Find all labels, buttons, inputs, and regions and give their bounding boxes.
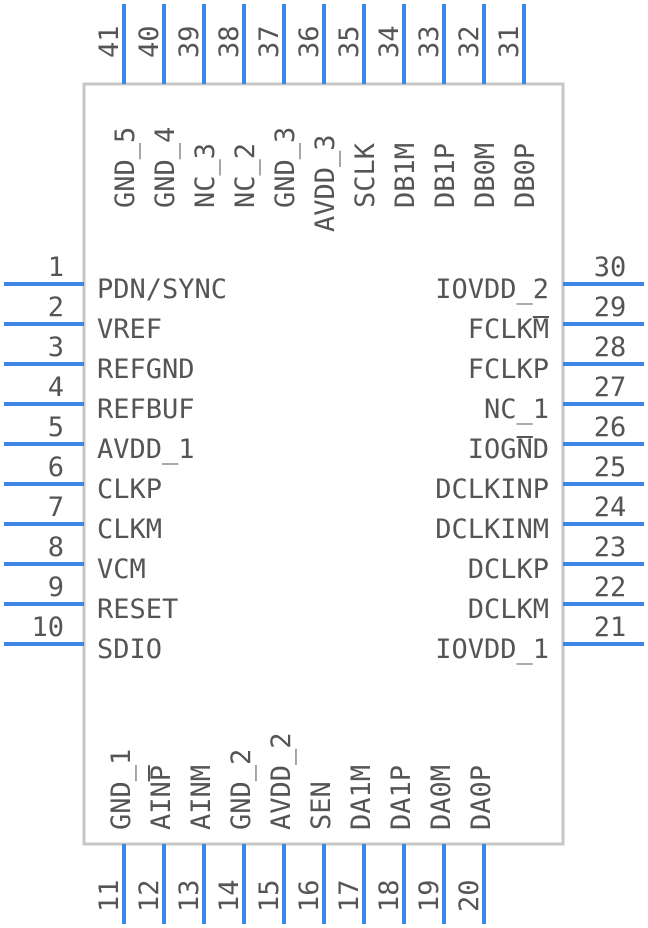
pin-label: FCLKM [468,314,549,345]
pin-label: DA0M [426,765,457,830]
pin-number: 32 [454,25,485,58]
pin-number: 2 [48,292,64,323]
pin-number: 20 [454,879,485,912]
pin-number: 34 [374,25,405,58]
pin-number: 17 [334,879,365,912]
pin-label: GND_5 [110,127,141,208]
pin-label: GND_4 [150,127,181,208]
pin-number: 33 [414,25,445,58]
pin-number: 24 [594,492,627,523]
pin-label: CLKM [97,514,162,545]
pin-number: 9 [48,572,64,603]
pin-number: 16 [294,879,325,912]
pin-number: 29 [594,292,627,323]
pin-number: 35 [334,25,365,58]
pin-label: PDN/SYNC [97,274,227,305]
pin-number: 39 [174,25,205,58]
pin-number: 13 [174,879,205,912]
pin-label: SEN [306,781,337,830]
pin-label: NC_3 [190,143,221,208]
pin-number: 26 [594,412,627,443]
pin-label: NC_2 [230,143,261,208]
pin-number: 15 [254,879,285,912]
pin-number: 28 [594,332,627,363]
pin-label: DCLKINM [435,514,549,545]
pin-label: DCLKINP [435,474,549,505]
pin-number: 41 [94,25,125,58]
pin-number: 23 [594,532,627,563]
pin-label: FCLKP [468,354,549,385]
pin-number: 3 [48,332,64,363]
pin-number: 14 [214,879,245,912]
pin-label: DB0M [470,143,501,208]
pin-number: 19 [414,879,445,912]
pin-label: SCLK [350,142,381,208]
pin-number: 8 [48,532,64,563]
pin-label: IOVDD_1 [435,634,549,665]
pin-number: 6 [48,452,64,483]
bottom-pin-group: 11 GND_1 12 AINP 13 AINM 14 GND_2 15 AVDD_2 16 SEN 1… [94,732,497,924]
pin-label: IOVDD_2 [435,274,549,305]
pin-label: DA1P [386,765,417,830]
pin-number: 7 [48,492,64,523]
pin-number: 36 [294,25,325,58]
pin-label: AVDD_3 [310,134,341,232]
pin-number: 22 [594,572,627,603]
pin-label: NC_1 [484,394,549,425]
pin-label: IOGND [468,434,549,465]
pin-number: 30 [594,252,627,283]
ic-package-body [82,82,565,846]
pin-label: VCM [97,554,146,585]
pin-number: 40 [134,25,165,58]
pin-label: RESET [97,594,178,625]
pin-number: 10 [31,612,64,643]
pin-label: DCLKP [468,554,549,585]
pin-label: GND_2 [226,749,257,830]
pin-label: DA1M [346,765,377,830]
pin-number: 37 [254,25,285,58]
pin-number: 18 [374,879,405,912]
pin-number: 38 [214,25,245,58]
pin-label: DA0P [466,765,497,830]
pin-number: 11 [94,879,125,912]
pin-label: REFGND [97,354,195,385]
pin-label: DB0P [510,143,541,208]
pin-number: 21 [594,612,627,643]
pin-label: DB1M [390,143,421,208]
pin-label: AVDD_1 [97,434,195,465]
pin-number: 25 [594,452,627,483]
pin-label: DCLKM [468,594,549,625]
pin-label: REFBUF [97,394,195,425]
pin-label: CLKP [97,474,162,505]
pin-number: 4 [48,372,64,403]
pin-label: GND_3 [270,127,301,208]
pin-number: 1 [48,252,64,283]
pin-number: 27 [594,372,627,403]
pin-label: DB1P [430,143,461,208]
pin-label: AVDD_2 [266,732,297,830]
pin-label: SDIO [97,634,162,665]
pin-number: 31 [494,25,525,58]
pin-label: VREF [97,314,162,345]
pin-label: AINM [186,765,217,830]
pin-number: 12 [134,879,165,912]
pin-label: AINP [146,765,177,830]
pin-label: GND_1 [106,749,137,830]
pin-number: 5 [48,412,64,443]
